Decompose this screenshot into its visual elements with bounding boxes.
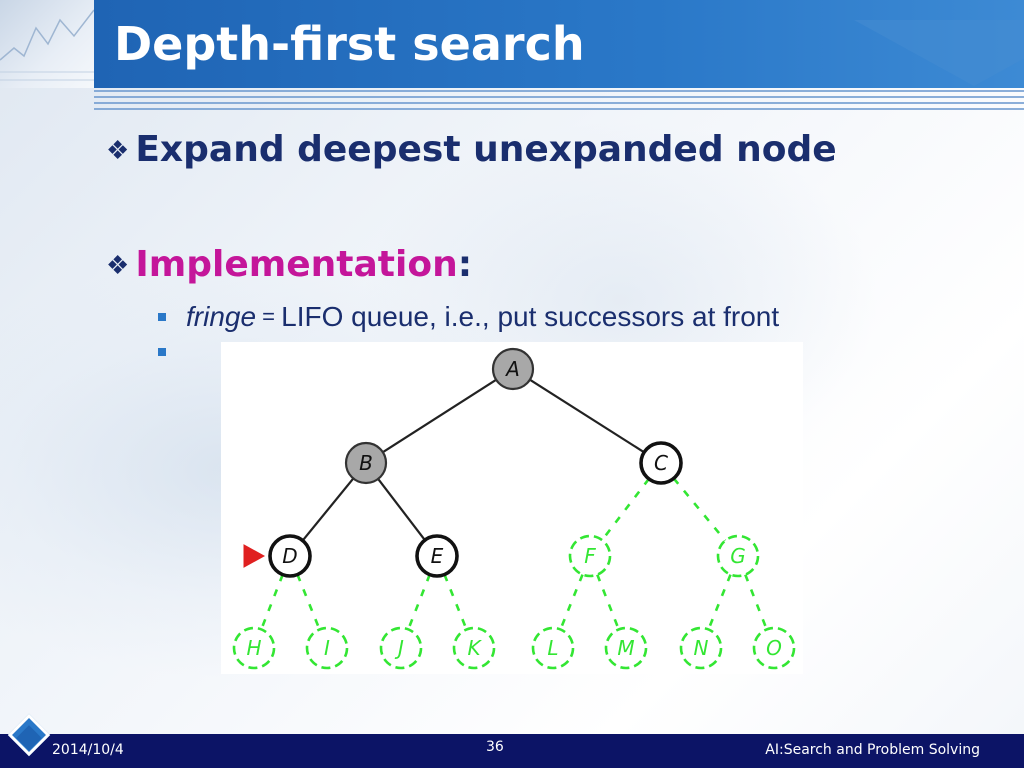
tree-edge-G-N (707, 574, 732, 630)
fringe-term: fringe (186, 301, 257, 332)
tree-node-D: D (268, 534, 312, 578)
tree-node-A: A (491, 347, 535, 391)
tree-node-B: B (344, 441, 388, 485)
tree-node-circle (344, 441, 388, 485)
title-underline-rules (94, 90, 1024, 120)
tree-node-circle (305, 626, 349, 670)
tree-edge-B-D (301, 477, 355, 542)
bullet-colon: : (457, 244, 473, 285)
tree-edge-F-L (559, 574, 584, 630)
tree-edge-E-J (407, 574, 431, 630)
tree-edge-A-B (382, 378, 497, 454)
tree-node-circle (716, 534, 760, 578)
equals-sign: = (256, 304, 282, 329)
rule-line (94, 108, 1024, 110)
tree-node-K: K (452, 626, 496, 670)
footer-course-title: AI:Search and Problem Solving (765, 742, 980, 758)
tree-edge-C-G (672, 477, 727, 542)
tree-edge-B-E (377, 478, 426, 541)
footer-date: 2014/10/4 (52, 742, 124, 758)
title-bar (94, 0, 1024, 88)
tree-node-circle (639, 441, 683, 485)
sub-bullet-empty (158, 348, 186, 356)
sub-bullet-fringe: fringe = LIFO queue, i.e., put successor… (158, 300, 779, 334)
bullet-expand-deepest: ❖ Expand deepest unexpanded node (106, 128, 837, 172)
square-bullet-icon (158, 348, 166, 356)
tree-node-label: N (694, 636, 709, 660)
tree-node-label: F (584, 544, 596, 568)
tree-node-label: I (324, 636, 330, 660)
tree-node-label: A (504, 357, 520, 381)
rule-line (94, 102, 1024, 104)
tree-node-circle (568, 534, 612, 578)
tree-node-M: M (604, 626, 648, 670)
tree-edge-D-I (296, 574, 321, 630)
diamond-bullet-icon: ❖ (106, 250, 130, 280)
tree-node-C: C (639, 441, 683, 485)
tree-edge-D-H (260, 574, 284, 630)
tree-node-circle (232, 626, 276, 670)
tree-node-circle (268, 534, 312, 578)
tree-node-label: E (431, 544, 444, 568)
header-chevron-decoration (854, 20, 1024, 86)
tree-node-circle (752, 626, 796, 670)
bullet-implementation: ❖ Implementation : (106, 243, 472, 287)
diamond-bullet-icon: ❖ (106, 135, 130, 165)
tree-node-L: L (531, 626, 575, 670)
tree-node-circle (679, 626, 723, 670)
footer-page-number: 36 (486, 739, 504, 755)
square-bullet-icon (158, 313, 166, 321)
slide-title: Depth-first search (114, 17, 585, 71)
tree-node-circle (531, 626, 575, 670)
tree-edge-A-C (529, 378, 645, 454)
rule-line (94, 96, 1024, 98)
tree-node-label: C (654, 451, 668, 475)
tree-node-H: H (232, 626, 276, 670)
tree-edge-C-F (601, 478, 650, 541)
tree-node-label: H (246, 636, 261, 660)
tree-node-label: M (617, 636, 634, 660)
current-node-marker-icon (243, 544, 266, 568)
tree-node-circle (604, 626, 648, 670)
tree-edge-F-M (596, 574, 620, 630)
tree-node-label: K (467, 636, 482, 660)
dfs-tree-diagram: A B C D E F G H I J K L M N O (221, 342, 803, 674)
tree-node-label: O (766, 636, 782, 660)
tree-node-F: F (568, 534, 612, 578)
tree-node-label: D (282, 544, 297, 568)
tree-node-label: B (359, 451, 373, 475)
header-decoration (0, 0, 94, 88)
chart-line-decoration-icon (0, 9, 94, 81)
tree-node-circle (415, 534, 459, 578)
tree-node-J: J (379, 626, 423, 670)
tree-node-circle (379, 626, 423, 670)
tree-node-label: G (730, 544, 746, 568)
tree-node-G: G (716, 534, 760, 578)
tree-node-circle (491, 347, 535, 391)
tree-node-N: N (679, 626, 723, 670)
tree-edge-G-O (744, 574, 768, 630)
footer-bar: 2014/10/4 36 AI:Search and Problem Solvi… (0, 734, 1024, 768)
tree-node-I: I (305, 626, 349, 670)
dfs-tree-svg: A B C D E F G H I J K L M N O (232, 347, 796, 670)
tree-node-label: L (547, 636, 558, 660)
rule-line (94, 90, 1024, 92)
fringe-description: LIFO queue, i.e., put successors at fron… (281, 301, 780, 332)
tree-edge-E-K (443, 574, 468, 630)
tree-node-label: J (394, 636, 404, 660)
tree-node-circle (452, 626, 496, 670)
bullet-text-highlight: Implementation (135, 244, 458, 285)
tree-node-O: O (752, 626, 796, 670)
tree-node-E: E (415, 534, 459, 578)
bullet-text: Expand deepest unexpanded node (135, 129, 837, 170)
